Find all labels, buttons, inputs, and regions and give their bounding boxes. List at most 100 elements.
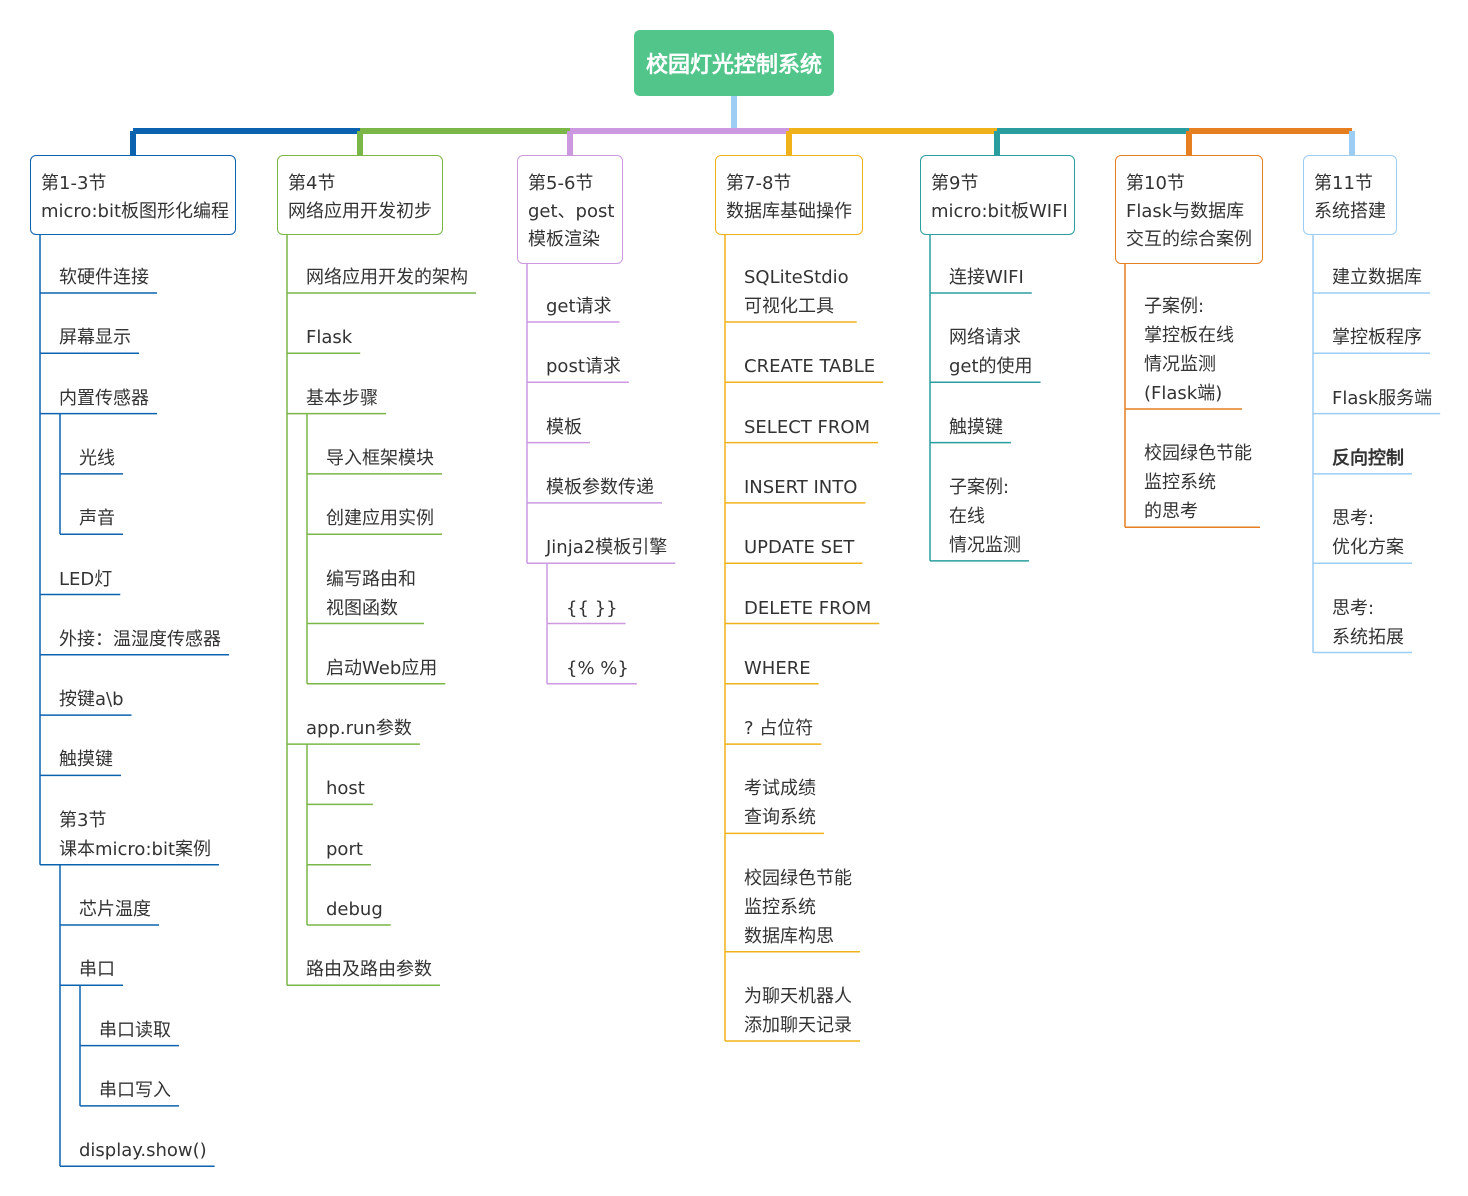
topic-label: LED灯 [59,568,113,590]
topic-node[interactable]: 思考:优化方案 [1332,504,1404,562]
branch-topic-2[interactable]: 第4节网络应用开发初步 [277,155,443,235]
topic-node[interactable]: 内置传感器 [59,384,149,413]
topic-node[interactable]: 触摸键 [59,745,113,774]
topic-label: Flask [306,327,353,349]
topic-node[interactable]: post请求 [546,352,621,381]
topic-label: UPDATE SET [744,537,855,559]
topic-node[interactable]: Jinja2模板引擎 [546,533,667,562]
topic-label: 情况监测 [949,534,1021,556]
topic-node[interactable]: 创建应用实例 [326,504,434,533]
topic-node[interactable]: 网络应用开发的架构 [306,263,468,292]
topic-label: {% %} [566,657,629,679]
topic-node[interactable]: 串口写入 [99,1076,171,1105]
topic-node[interactable]: host [326,774,365,803]
topic-label: get的使用 [949,356,1033,378]
topic-node[interactable]: 掌控板程序 [1332,323,1422,352]
topic-node[interactable]: {{ }} [566,594,618,623]
topic-node[interactable]: DELETE FROM [744,594,871,623]
topic-label: 网络应用开发的架构 [306,267,468,288]
topic-node[interactable]: 启动Web应用 [326,654,437,683]
topic-label: 第3节 [59,809,107,831]
topic-label: WHERE [744,657,811,679]
topic-node[interactable]: 软硬件连接 [59,263,149,292]
topic-node[interactable]: LED灯 [59,565,112,594]
topic-node[interactable]: 屏幕显示 [59,323,131,352]
topic-node[interactable]: 为聊天机器人添加聊天记录 [744,982,852,1040]
topic-node[interactable]: 模板参数传递 [546,473,654,502]
topic-label: 优化方案 [1332,537,1404,559]
topic-node[interactable]: debug [326,895,383,924]
topic-node[interactable]: 串口 [79,955,115,984]
branch-topic-7[interactable]: 第11节系统搭建 [1303,155,1397,235]
topic-node[interactable]: 按键a\b [59,685,124,714]
topic-label: debug [326,899,383,920]
topic-node[interactable]: UPDATE SET [744,533,854,562]
topic-label: 声音 [79,508,115,530]
topic-label: 串口写入 [99,1079,171,1101]
topic-node[interactable]: CREATE TABLE [744,352,875,381]
topic-label: 考试成绩 [744,778,816,800]
branch-label: 第5-6节 [528,173,594,194]
topic-node[interactable]: 反向控制 [1332,444,1404,473]
topic-node[interactable]: display.show() [79,1136,207,1165]
topic-label: 掌控板程序 [1332,327,1422,349]
topic-label: 系统拓展 [1332,626,1404,648]
topic-label: 在线 [949,505,985,527]
branch-label: 第10节 [1126,173,1185,194]
topic-node[interactable]: 声音 [79,504,115,533]
topic-node[interactable]: 触摸键 [949,413,1003,442]
topic-node[interactable]: port [326,835,363,864]
topic-label: 路由及路由参数 [306,959,432,981]
topic-label: 校园绿色节能 [744,867,852,889]
topic-label: 串口读取 [99,1019,171,1041]
topic-node[interactable]: Flask [306,323,352,352]
root-topic[interactable]: 校园灯光控制系统 [634,30,834,96]
topic-node[interactable]: app.run参数 [306,714,412,743]
topic-node[interactable]: 基本步骤 [306,384,378,413]
topic-node[interactable]: get请求 [546,292,612,321]
topic-label: 情况监测 [1144,354,1216,375]
topic-node[interactable]: 芯片温度 [79,895,151,924]
branch-label: 第7-8节 [726,173,792,194]
topic-node[interactable]: Flask服务端 [1332,384,1432,413]
topic-label: 芯片温度 [79,899,151,920]
topic-label: 可视化工具 [744,296,834,317]
topic-label: 软硬件连接 [59,267,149,288]
topic-label: 校园绿色节能 [1144,443,1252,465]
topic-node[interactable]: 光线 [79,444,115,473]
topic-node[interactable]: 考试成绩查询系统 [744,774,816,832]
topic-node[interactable]: SELECT FROM [744,413,870,442]
topic-label: 视图函数 [326,597,398,619]
topic-node[interactable]: 外接：温湿度传感器 [59,625,221,654]
topic-node[interactable]: 思考:系统拓展 [1332,594,1404,652]
topic-node[interactable]: WHERE [744,654,811,683]
topic-node[interactable]: 连接WIFI [949,263,1024,292]
branch-topic-4[interactable]: 第7-8节数据库基础操作 [715,155,863,235]
topic-node[interactable]: 路由及路由参数 [306,955,432,984]
branch-label: 网络应用开发初步 [288,201,432,222]
topic-label: 创建应用实例 [326,508,434,530]
topic-label: 串口 [79,959,115,981]
topic-node[interactable]: 编写路由和视图函数 [326,565,416,623]
topic-node[interactable]: 子案例:掌控板在线情况监测(Flask端) [1144,292,1234,408]
topic-node[interactable]: 建立数据库 [1332,263,1422,292]
branch-label: 交互的综合案例 [1126,229,1252,250]
topic-node[interactable]: ? 占位符 [744,714,813,743]
topic-node[interactable]: INSERT INTO [744,473,857,502]
topic-node[interactable]: 第3节课本micro:bit案例 [59,806,211,864]
topic-node[interactable]: {% %} [566,654,629,683]
topic-label: port [326,838,363,860]
topic-node[interactable]: 串口读取 [99,1016,171,1045]
topic-node[interactable]: 模板 [546,413,582,442]
topic-label: get请求 [546,296,612,317]
topic-node[interactable]: 校园绿色节能监控系统的思考 [1144,439,1252,526]
topic-node[interactable]: 校园绿色节能监控系统数据库构思 [744,864,852,951]
topic-node[interactable]: 导入框架模块 [326,444,434,473]
topic-node[interactable]: 子案例:在线情况监测 [949,473,1021,560]
